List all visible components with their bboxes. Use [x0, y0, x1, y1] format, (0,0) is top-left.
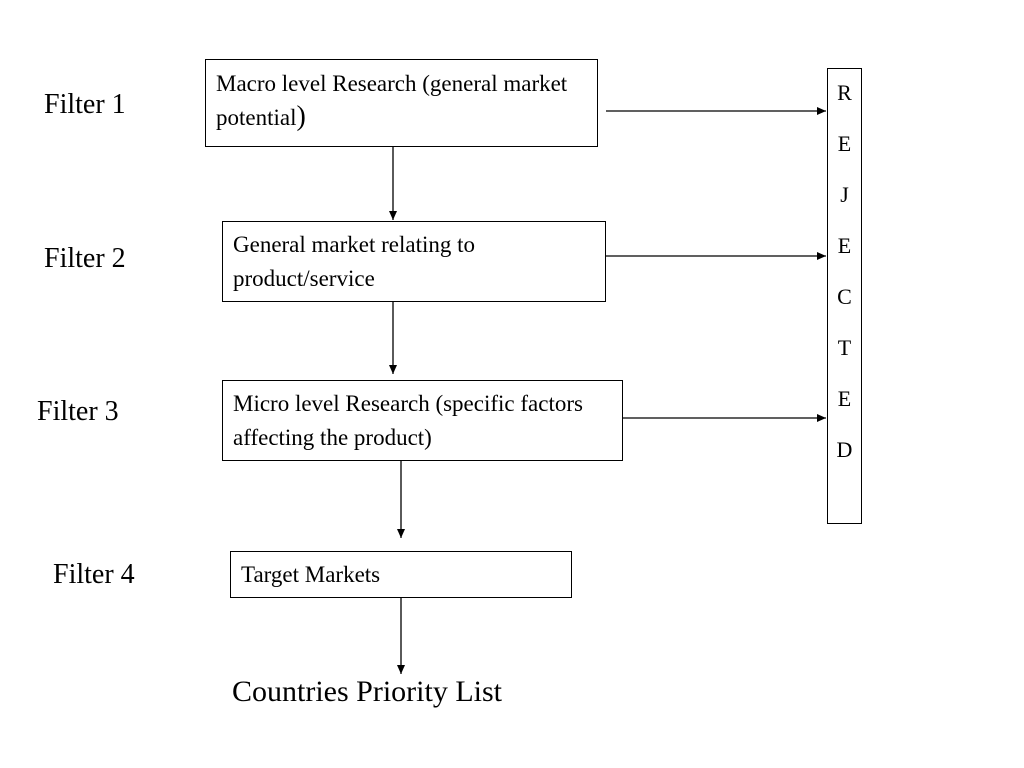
rejected-letter: E: [837, 386, 852, 411]
macro-research-close-paren: ): [296, 101, 306, 132]
target-markets-box: Target Markets: [230, 551, 572, 598]
rejected-letter: D: [836, 437, 853, 462]
macro-research-text: Macro level Research (general market pot…: [216, 71, 568, 130]
rejected-letter: C: [837, 284, 852, 309]
general-market-box: General market relating to product/servi…: [222, 221, 606, 302]
rejected-letter: J: [840, 182, 849, 207]
rejected-letter: E: [837, 131, 852, 156]
micro-research-box: Micro level Research (specific factors a…: [222, 380, 623, 461]
general-market-text: General market relating to product/servi…: [233, 232, 476, 291]
rejected-letter: T: [837, 335, 852, 360]
target-markets-text: Target Markets: [241, 562, 381, 587]
filter-3-label: Filter 3: [37, 396, 119, 427]
countries-priority-list: Countries Priority List: [232, 675, 502, 708]
micro-research-text: Micro level Research (specific factors a…: [233, 391, 583, 450]
macro-research-box: Macro level Research (general market pot…: [205, 59, 598, 147]
filter-2-label: Filter 2: [44, 243, 126, 274]
filter-1-label: Filter 1: [44, 89, 126, 120]
filter-4-label: Filter 4: [53, 559, 135, 590]
rejected-letter: R: [837, 80, 852, 105]
rejected-letter: E: [837, 233, 852, 258]
rejected-box: R E J E C T E D: [827, 68, 862, 524]
